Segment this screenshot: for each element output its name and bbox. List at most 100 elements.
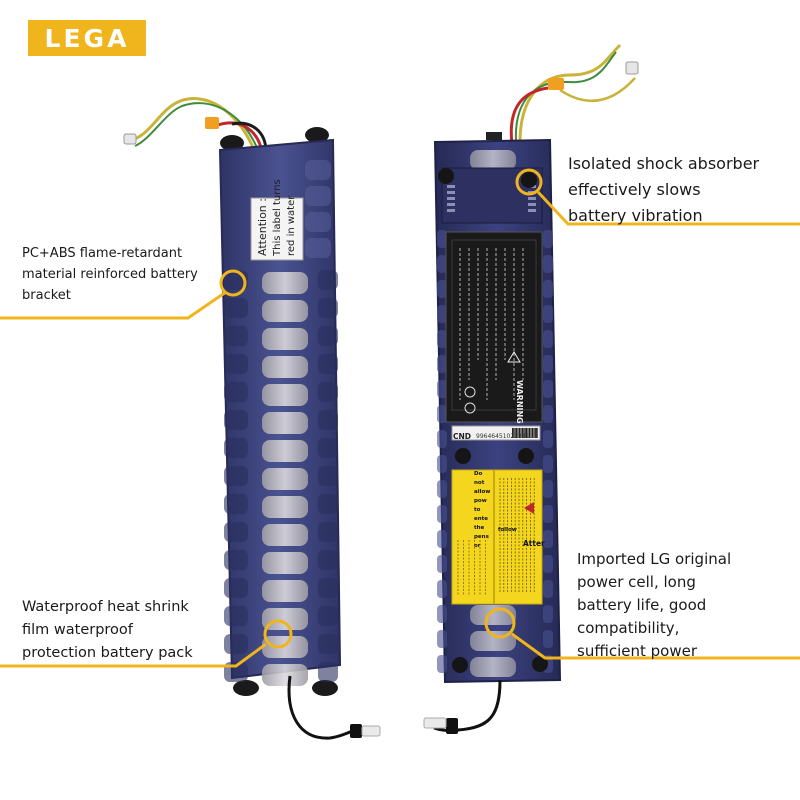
wire-connector-icon [350, 724, 362, 738]
wrap-fold [437, 330, 447, 348]
wrap-fold [318, 606, 338, 626]
wrap-fold [543, 555, 553, 573]
callout-absorber: Isolated shock absorber effectively slow… [568, 151, 759, 229]
barcode-bar [528, 428, 530, 438]
wrap-fold [543, 605, 553, 623]
battery-cell [470, 150, 516, 170]
pcb-pin [447, 203, 455, 206]
callout-line: sufficient power [577, 642, 697, 660]
cert-mark-icon [464, 402, 476, 414]
callout-line: protection battery pack [22, 645, 193, 661]
left-pack-foot [220, 135, 244, 151]
barcode-bar [536, 428, 537, 438]
callout-line: battery vibration [568, 206, 703, 225]
wrap-fold [224, 438, 248, 458]
wire-connector-icon [486, 132, 502, 140]
right-pack-wire-yellow [518, 43, 622, 143]
wrap-fold [437, 655, 447, 673]
barcode-bar [525, 428, 527, 438]
callout-line: Isolated shock absorber [568, 154, 760, 173]
battery-cell [262, 440, 308, 462]
battery-cell [262, 496, 308, 518]
svg-text:This label turns: This label turns [272, 179, 283, 257]
wrap-fold [318, 298, 338, 318]
yellow-circle-marker-icon [219, 269, 247, 297]
wire-connector-icon [625, 61, 639, 75]
barcode-bar [531, 428, 534, 438]
callout-leaders [0, 168, 800, 668]
wrap-fold [224, 634, 248, 654]
pcb-pin [528, 203, 536, 206]
wrap-fold [543, 280, 553, 298]
wrap-fold [437, 280, 447, 298]
battery-cell [262, 468, 308, 490]
yellow-circle-marker-icon [484, 607, 516, 639]
callout-line: bracket [22, 288, 71, 303]
barcode-bar [519, 428, 521, 438]
battery-cell [262, 664, 308, 686]
wrap-fold [224, 410, 248, 430]
wrap-fold [543, 530, 553, 548]
left-pack-cells [224, 160, 338, 686]
battery-cell [262, 384, 308, 406]
spec-label: WARNING [445, 231, 543, 424]
wrap-fold [318, 634, 338, 654]
barcode-bar [526, 428, 527, 438]
wire-connector-icon [423, 717, 447, 729]
yellow-sticker-divider [493, 470, 495, 604]
callout-line: Imported LG original [577, 550, 732, 568]
barcode-bar [537, 428, 538, 438]
wrap-fold [224, 298, 248, 318]
barcode-bar [514, 428, 515, 438]
barcode-bar [518, 428, 520, 438]
wrap-fold [437, 555, 447, 573]
barcode-bar [524, 428, 525, 438]
wrap-fold [437, 305, 447, 323]
barcode-bar [523, 428, 524, 438]
callout-line: film waterproof [22, 622, 133, 638]
battery-cell [262, 580, 308, 602]
wrap-fold [437, 405, 447, 423]
battery-cell [262, 356, 308, 378]
barcode-bar [532, 428, 534, 438]
wrap-fold [437, 580, 447, 598]
wrap-fold [437, 480, 447, 498]
wrap-fold [543, 405, 553, 423]
shock-absorber-pad [518, 448, 534, 464]
warning-label: WARNING [515, 380, 524, 424]
left-pack-foot [305, 127, 329, 143]
battery-cell [262, 328, 308, 350]
battery-cell [262, 412, 308, 434]
wrap-fold [318, 494, 338, 514]
right-pack-wire-yellow2 [559, 77, 636, 103]
wrap-fold [318, 522, 338, 542]
wrap-fold [437, 230, 447, 248]
wrap-fold [318, 578, 338, 598]
battery-cell [262, 608, 308, 630]
leader-bracket [0, 290, 227, 320]
left-pack-foot [233, 680, 259, 696]
wrap-fold [437, 430, 447, 448]
barcode-bar [512, 428, 514, 438]
callout-line: PC+ABS flame-retardant [22, 246, 183, 261]
wrap-fold [543, 480, 553, 498]
pcb-pin [447, 209, 455, 212]
wrap-fold [224, 466, 248, 486]
barcode-bar [535, 428, 537, 438]
right-pack-cable [433, 679, 502, 732]
wrap-fold [318, 662, 338, 682]
wrap-fold [305, 160, 331, 180]
wrap-fold [305, 238, 331, 258]
wrap-fold [224, 550, 248, 570]
wrap-fold [543, 505, 553, 523]
barcode-bar [534, 428, 535, 438]
wire-connector-icon [205, 117, 219, 129]
warning-triangle-icon [507, 351, 521, 363]
right-battery-pack: WARNING [423, 43, 639, 734]
wrap-fold [543, 230, 553, 248]
wrap-fold [305, 212, 331, 232]
barcode-bar [515, 428, 517, 438]
sticker-atten: Atter [523, 539, 545, 548]
wrap-fold [305, 186, 331, 206]
